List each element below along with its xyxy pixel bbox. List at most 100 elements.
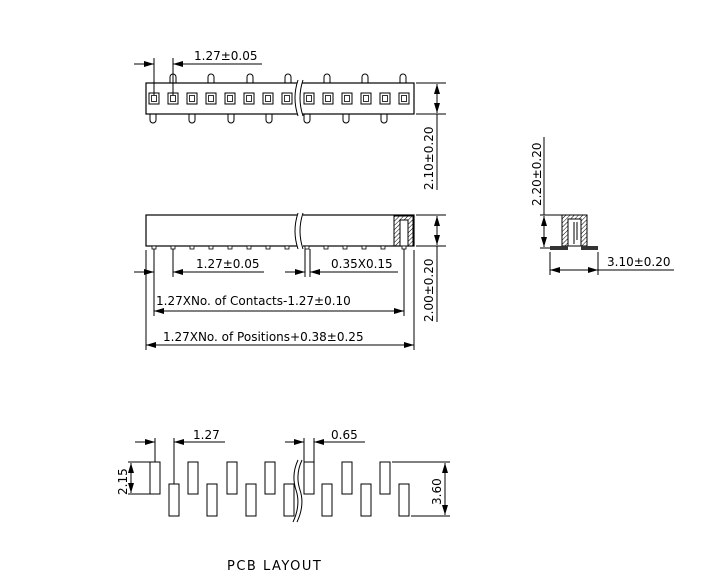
contact-square [281,92,293,105]
pcb-pad-top-row [303,461,315,495]
pcb-pad-top-row [187,461,199,495]
pcb-pad-length-dimension: 2.15 [116,461,150,495]
side-height-label: 2.20±0.20 [530,143,544,207]
pin-stub [265,245,271,250]
bottom-pin [265,114,273,124]
pin-stub [189,245,195,250]
side-width-label: 3.10±0.20 [607,255,671,269]
top-pitch-dimension: 1.27±0.05 [134,49,262,95]
contact-square [360,92,372,105]
pcb-pad-top-row [264,461,276,495]
top-height-label: 2.10±0.20 [422,127,436,191]
front-pitch-label: 1.27±0.05 [196,257,260,271]
bottom-pin [188,114,196,124]
pcb-pad-width-dimension: 0.65 [285,428,365,462]
contact-opening [189,95,195,102]
contact-opening [401,95,407,102]
contact-opening [246,95,252,102]
pcb-pad-length-label: 2.15 [116,468,130,495]
bottom-pin [380,114,388,124]
pcb-pad-top-row [379,461,391,495]
contact-opening [306,95,312,102]
pin-stub [208,245,214,250]
contact-opening [151,95,157,102]
bottom-pin [149,114,157,124]
pcb-pitch-label: 1.27 [193,428,220,442]
contact-opening [208,95,214,102]
pin-size-label: 0.35X0.15 [331,257,393,271]
pin-stub [401,245,407,250]
pcb-pad-width-label: 0.65 [331,428,358,442]
break-line [294,212,304,250]
contact-square [224,92,236,105]
pin-stub [227,245,233,250]
pcb-pad-bottom-row [206,483,218,517]
pin-stub [304,245,310,250]
pcb-pad-bottom-row [283,483,295,517]
top-pin [399,73,407,83]
pin-stub [342,245,348,250]
front-view [145,212,415,250]
contact-opening [170,95,176,102]
bottom-pin [342,114,350,124]
pcb-pad-top-row [226,461,238,495]
pin-size-dimension: 0.35X0.15 [285,249,398,277]
contact-opening [227,95,233,102]
front-pitch-dimension: 1.27±0.05 [134,249,264,316]
contact-square [186,92,198,105]
contact-opening [363,95,369,102]
pcb-pitch-dimension: 1.27 [135,428,225,484]
contact-square [398,92,410,105]
top-pin [361,73,369,83]
front-view-body [145,214,415,247]
pin-stub [361,245,367,250]
pcb-layout [149,459,410,523]
contact-square [322,92,334,105]
top-pin [246,73,254,83]
pin-stub [170,245,176,250]
contact-opening [265,95,271,102]
side-view: 2.20±0.20 3.10±0.20 [530,137,674,275]
contact-slot [399,219,409,247]
pin-stub [151,245,157,250]
contact-square [379,92,391,105]
pcb-pad-bottom-row [321,483,333,517]
top-pin [323,73,331,83]
contact-square [262,92,274,105]
contacts-length-dimension: 1.27XNo. of Contacts-1.27±0.10 [154,249,405,316]
pin-stub [380,245,386,250]
contact-opening [325,95,331,102]
top-height-dimension: 2.10±0.20 [416,82,446,191]
break-line [294,79,304,117]
pcb-layout-title: PCB LAYOUT [227,559,322,574]
bottom-pin [227,114,235,124]
positions-length-label: 1.27XNo. of Positions+0.38±0.25 [163,330,364,344]
contacts-length-label: 1.27XNo. of Contacts-1.27±0.10 [156,294,351,308]
contact-square [303,92,315,105]
top-pin [284,73,292,83]
front-height-dimension: 2.00±0.20 [416,214,446,323]
break-line [292,459,303,523]
top-pin [207,73,215,83]
pcb-row-span-dimension: 3.60 [392,461,450,517]
pcb-pad-bottom-row [168,483,180,517]
contact-square [243,92,255,105]
contact-opening [284,95,290,102]
top-view [145,73,415,124]
pcb-pad-bottom-row [398,483,410,517]
bottom-pin [303,114,311,124]
pcb-pad-top-row [341,461,353,495]
pin-stub [323,245,329,250]
pcb-row-span-label: 3.60 [430,478,444,505]
contact-square [205,92,217,105]
contact-opening [382,95,388,102]
right-foot [581,246,598,250]
contact-square [341,92,353,105]
pcb-pad-bottom-row [245,483,257,517]
positions-length-dimension: 1.27XNo. of Positions+0.38±0.25 [145,250,415,350]
front-height-label: 2.00±0.20 [422,259,436,323]
pcb-pad-bottom-row [360,483,372,517]
pin-stub [284,245,290,250]
pcb-pad-top-row [149,461,161,495]
